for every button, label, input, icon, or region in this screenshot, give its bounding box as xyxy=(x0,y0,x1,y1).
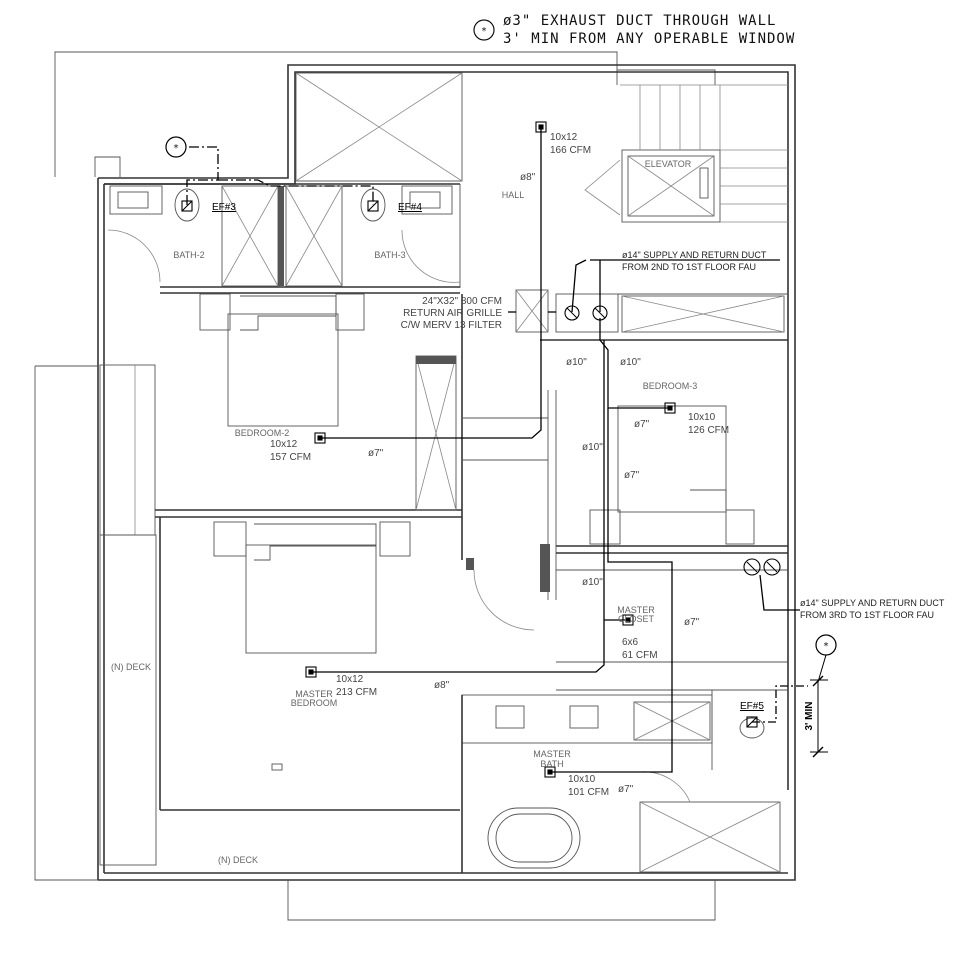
duct-right-vert: ø7" xyxy=(684,617,700,628)
room-deck-bottom: (N) DECK xyxy=(218,855,258,865)
duct-bed2-branch: ø7" xyxy=(368,448,384,459)
duct-note-upper-2: FROM 2ND TO 1ST FLOOR FAU xyxy=(622,262,756,272)
duct-bed3-lower: ø7" xyxy=(624,470,640,481)
callout-right-symbol: * xyxy=(823,641,829,652)
room-master-bath-2: BATH xyxy=(540,759,563,769)
hall-diffuser-cfm: 166 CFM xyxy=(550,145,591,156)
room-bath-3: BATH-3 xyxy=(374,250,405,260)
hall-diffuser-size: 10x12 xyxy=(550,132,578,143)
exhaust-fan-tags: EF#3 EF#4 EF#5 xyxy=(212,202,764,712)
closet-diffuser-cfm: 61 CFM xyxy=(622,650,658,661)
ef4-tag: EF#4 xyxy=(398,202,422,213)
duct-riser-b: ø10" xyxy=(620,357,641,368)
bed3-diffuser-cfm: 126 CFM xyxy=(688,425,729,436)
room-elevator: ELEVATOR xyxy=(645,159,692,169)
duct-bath-branch: ø7" xyxy=(618,784,634,795)
general-note: * ø3" EXHAUST DUCT THROUGH WALL 3' MIN F… xyxy=(473,13,795,47)
duct-master-branch: ø8" xyxy=(434,680,450,691)
room-master-bedroom-2: BEDROOM xyxy=(291,698,338,708)
diffuser-symbols xyxy=(181,121,758,778)
duct-note-lower-1: ø14" SUPPLY AND RETURN DUCT xyxy=(800,598,945,608)
duct-note-upper-1: ø14" SUPPLY AND RETURN DUCT xyxy=(622,250,767,260)
duct-hall-main: ø8" xyxy=(520,172,536,183)
bed3-diffuser-size: 10x10 xyxy=(688,412,716,423)
room-master-bath-1: MASTER xyxy=(533,749,571,759)
bath-diffuser-size: 10x10 xyxy=(568,774,596,785)
supply-ducts xyxy=(186,128,808,773)
bed2-diffuser-size: 10x12 xyxy=(270,439,298,450)
return-grille-label: 24"X32" 800 CFM RETURN AIR GRILLE C/W ME… xyxy=(401,296,503,331)
return-grille-line-3: C/W MERV 13 FILTER xyxy=(401,320,502,331)
room-bedroom-3: BEDROOM-3 xyxy=(643,381,698,391)
note-line-1: ø3" EXHAUST DUCT THROUGH WALL xyxy=(503,13,776,29)
room-master-closet-2: CLOSET xyxy=(618,614,655,624)
master-diffuser-cfm: 213 CFM xyxy=(336,687,377,698)
room-hall: HALL xyxy=(502,190,525,200)
room-master-bedroom-1: MASTER xyxy=(295,689,333,699)
return-grille-line-1: 24"X32" 800 CFM xyxy=(422,296,502,307)
room-bath-2: BATH-2 xyxy=(173,250,204,260)
room-deck-left: (N) DECK xyxy=(111,662,151,672)
ef5-tag: EF#5 xyxy=(740,701,764,712)
diffuser-labels: 10x12 166 CFM 10x12 157 CFM 10x10 126 CF… xyxy=(270,132,729,798)
closet-diffuser-size: 6x6 xyxy=(622,637,639,648)
duct-lower: ø10" xyxy=(582,577,603,588)
room-master-closet-1: MASTER xyxy=(617,605,655,615)
bath-diffuser-cfm: 101 CFM xyxy=(568,787,609,798)
room-bedroom-2: BEDROOM-2 xyxy=(235,428,290,438)
duct-note-lower-2: FROM 3RD TO 1ST FLOOR FAU xyxy=(800,610,934,620)
exhaust-callout-right: * xyxy=(815,634,837,683)
master-diffuser-size: 10x12 xyxy=(336,674,364,685)
walls xyxy=(34,51,796,921)
dimension-label: 3' MIN xyxy=(804,701,815,730)
duct-riser-a: ø10" xyxy=(566,357,587,368)
callout-top-symbol: * xyxy=(173,143,179,154)
bed2-diffuser-cfm: 157 CFM xyxy=(270,452,311,463)
note-symbol: * xyxy=(481,26,487,37)
clearance-dimension: 3' MIN xyxy=(804,675,828,758)
duct-size-labels: ø8" ø7" ø10" ø10" ø10" ø10" ø7" ø7" ø7" … xyxy=(368,172,700,795)
exhaust-callout-top: * xyxy=(165,136,187,158)
note-line-2: 3' MIN FROM ANY OPERABLE WINDOW xyxy=(503,31,795,47)
ef3-tag: EF#3 xyxy=(212,202,236,213)
duct-mid: ø10" xyxy=(582,442,603,453)
return-grille-line-2: RETURN AIR GRILLE xyxy=(403,308,502,319)
duct-bed3-branch: ø7" xyxy=(634,419,650,430)
room-labels: HALL ELEVATOR BATH-2 BATH-3 BEDROOM-2 BE… xyxy=(111,159,697,865)
duct-notes: ø14" SUPPLY AND RETURN DUCT FROM 2ND TO … xyxy=(622,250,945,620)
